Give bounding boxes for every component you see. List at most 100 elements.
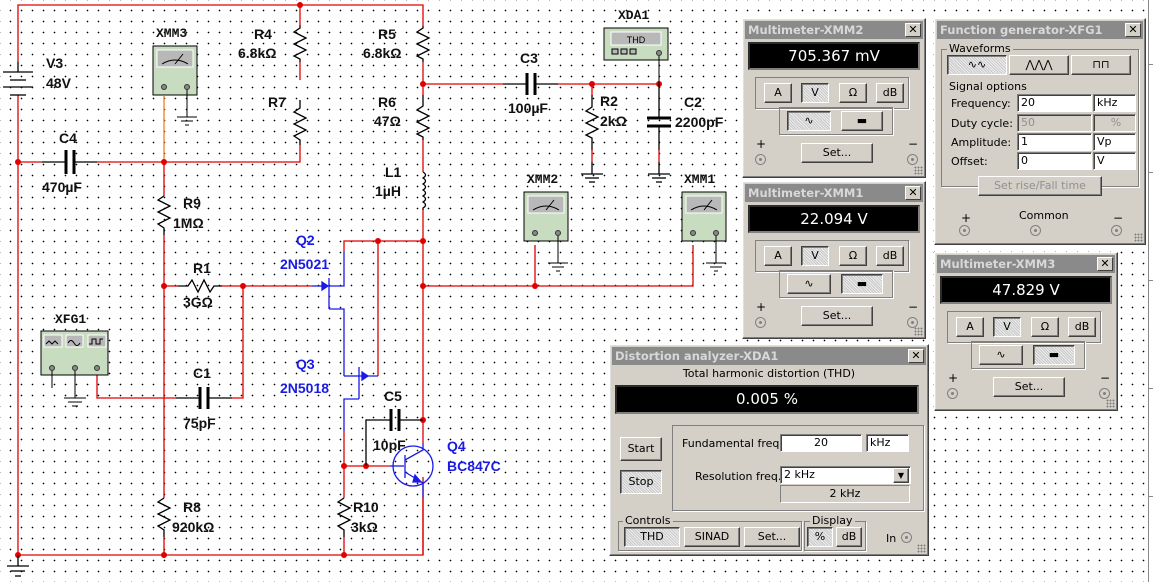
xmm2-ac-button[interactable]: ∿	[787, 111, 831, 131]
xda1-fundamental-unit[interactable]: kHz	[866, 434, 909, 452]
instrument-XFG1[interactable]	[40, 330, 109, 407]
xfg1-common-terminal[interactable]	[1030, 225, 1041, 236]
instrument-XMM3[interactable]	[152, 45, 198, 126]
wire[interactable]	[97, 145, 301, 163]
xda1-stop-button[interactable]: Stop	[620, 470, 662, 494]
xmm2-title-bar[interactable]: Multimeter-XMM2✕	[745, 21, 923, 39]
xmm3-title-bar[interactable]: Multimeter-XMM3✕	[937, 255, 1115, 273]
close-icon[interactable]: ✕	[1097, 257, 1113, 271]
xmm2-minus-terminal[interactable]	[907, 154, 918, 165]
xda1-resolution-select[interactable]: 2 kHz ▼	[780, 466, 911, 484]
instrument-XDA1[interactable]	[603, 27, 669, 84]
wire-top-rail[interactable]	[17, 4, 424, 62]
resistor-R7[interactable]	[292, 100, 308, 145]
xda1-sinad-button[interactable]: SINAD	[684, 527, 740, 547]
xmm1-mode-a-button[interactable]: A	[764, 246, 792, 266]
xmm2-dc-button[interactable]: ▬	[841, 111, 883, 131]
resize-grip[interactable]	[1106, 399, 1115, 408]
xda1-set-button[interactable]: Set...	[744, 527, 800, 547]
resistor-R5[interactable]	[415, 26, 431, 62]
label-XFG1: XFG1	[55, 312, 86, 327]
xda1-thd-button[interactable]: THD	[624, 527, 680, 547]
xmm1-mode-ohm-button[interactable]: Ω	[839, 246, 867, 266]
instrument-XMM1[interactable]	[681, 191, 727, 272]
bjt-Q4[interactable]	[390, 443, 434, 498]
resize-grip[interactable]	[914, 166, 923, 175]
close-icon[interactable]: ✕	[908, 349, 924, 363]
xfg1-amplitude-input[interactable]: 1	[1017, 133, 1092, 151]
xfg1-square-button[interactable]: ⊓⊓	[1071, 55, 1131, 75]
xfg1-triangle-button[interactable]: ⋀⋀⋀	[1009, 55, 1069, 75]
xfg1-plus-terminal[interactable]	[959, 225, 970, 236]
xmm2-plus-terminal[interactable]	[755, 154, 766, 165]
junction	[161, 552, 167, 558]
chevron-down-icon[interactable]: ▼	[893, 468, 909, 483]
xmm1-mode-db-button[interactable]: dB	[876, 246, 904, 266]
xfg1-offset-input[interactable]: 0	[1017, 152, 1092, 170]
resistor-R6[interactable]	[415, 95, 431, 140]
xmm3-plus-terminal[interactable]	[947, 388, 958, 399]
xmm3-mode-v-button[interactable]: V	[993, 317, 1021, 337]
instrument-XMM2[interactable]	[523, 191, 569, 272]
xmm1-title-bar[interactable]: Multimeter-XMM1✕	[745, 184, 923, 202]
label-R2-ref: R2	[600, 93, 618, 109]
resistor-R8[interactable]	[156, 497, 172, 537]
wire[interactable]	[423, 245, 694, 287]
xmm2-mode-db-button[interactable]: dB	[876, 83, 904, 103]
xda1-start-button[interactable]: Start	[620, 437, 662, 461]
xda1-db-button[interactable]: dB	[836, 527, 862, 547]
xmm3-minus-terminal[interactable]	[1099, 388, 1110, 399]
xmm3-mode-group	[947, 311, 1101, 343]
xda1-in-terminal[interactable]	[901, 532, 912, 543]
xmm2-set-button[interactable]: Set...	[801, 143, 873, 163]
xmm3-dc-button[interactable]: ▬	[1033, 345, 1075, 365]
xmm3-set-button[interactable]: Set...	[993, 377, 1065, 397]
xda1-fundamental-input[interactable]: 20	[780, 434, 862, 452]
xfg1-title-bar[interactable]: Function generator-XFG1✕	[937, 21, 1143, 39]
jfet-Q2[interactable]	[312, 252, 345, 376]
xmm1-dc-button[interactable]: ▬	[841, 274, 883, 294]
capacitor-C2[interactable]	[647, 84, 671, 150]
capacitor-C1[interactable]	[176, 387, 232, 409]
xda1-percent-button[interactable]: %	[807, 527, 833, 547]
xmm2-mode-v-button[interactable]: V	[801, 83, 829, 103]
xmm2-mode-ohm-button[interactable]: Ω	[839, 83, 867, 103]
inductor-L1[interactable]	[421, 171, 427, 210]
jfet-Q3[interactable]	[343, 367, 378, 431]
xmm1-minus-terminal[interactable]	[907, 317, 918, 328]
xmm1-mode-v-button[interactable]: V	[801, 246, 829, 266]
battery-V3[interactable]	[3, 62, 33, 96]
resize-grip[interactable]	[914, 327, 923, 336]
resize-grip[interactable]	[1134, 233, 1143, 242]
xfg1-frequency-unit[interactable]: kHz	[1093, 94, 1136, 112]
capacitor-C5[interactable]	[365, 409, 423, 466]
xmm1-plus-terminal[interactable]	[755, 317, 766, 328]
wire[interactable]	[343, 240, 423, 252]
resistor-R1[interactable]	[178, 278, 222, 294]
wire[interactable]	[96, 374, 176, 399]
resistor-R9[interactable]	[156, 195, 172, 235]
xmm3-mode-a-button[interactable]: A	[956, 317, 984, 337]
wire[interactable]	[232, 286, 244, 399]
xfg1-minus-terminal[interactable]	[1111, 225, 1122, 236]
resistor-R2[interactable]	[584, 95, 600, 150]
close-icon[interactable]: ✕	[905, 186, 921, 200]
xmm3-mode-db-button[interactable]: dB	[1068, 317, 1096, 337]
xmm1-ac-button[interactable]: ∿	[787, 274, 831, 294]
close-icon[interactable]: ✕	[905, 23, 921, 37]
xmm3-mode-ohm-button[interactable]: Ω	[1031, 317, 1059, 337]
xfg1-sine-button[interactable]: ∿∿	[947, 55, 1007, 75]
capacitor-C3[interactable]	[503, 73, 558, 95]
xmm2-mode-a-button[interactable]: A	[764, 83, 792, 103]
xmm1-set-button[interactable]: Set...	[801, 306, 873, 326]
xfg1-amplitude-unit[interactable]: Vp	[1093, 133, 1136, 151]
resistor-R4[interactable]	[292, 25, 308, 62]
capacitor-C4[interactable]	[42, 150, 97, 174]
resize-grip[interactable]	[917, 544, 926, 553]
xmm3-ac-button[interactable]: ∿	[979, 345, 1023, 365]
resistor-R10[interactable]	[336, 497, 352, 537]
xfg1-frequency-input[interactable]: 20	[1017, 94, 1092, 112]
xda1-title-bar[interactable]: Distortion analyzer-XDA1✕	[612, 347, 926, 365]
xfg1-offset-unit[interactable]: V	[1093, 152, 1136, 170]
close-icon[interactable]: ✕	[1125, 23, 1141, 37]
